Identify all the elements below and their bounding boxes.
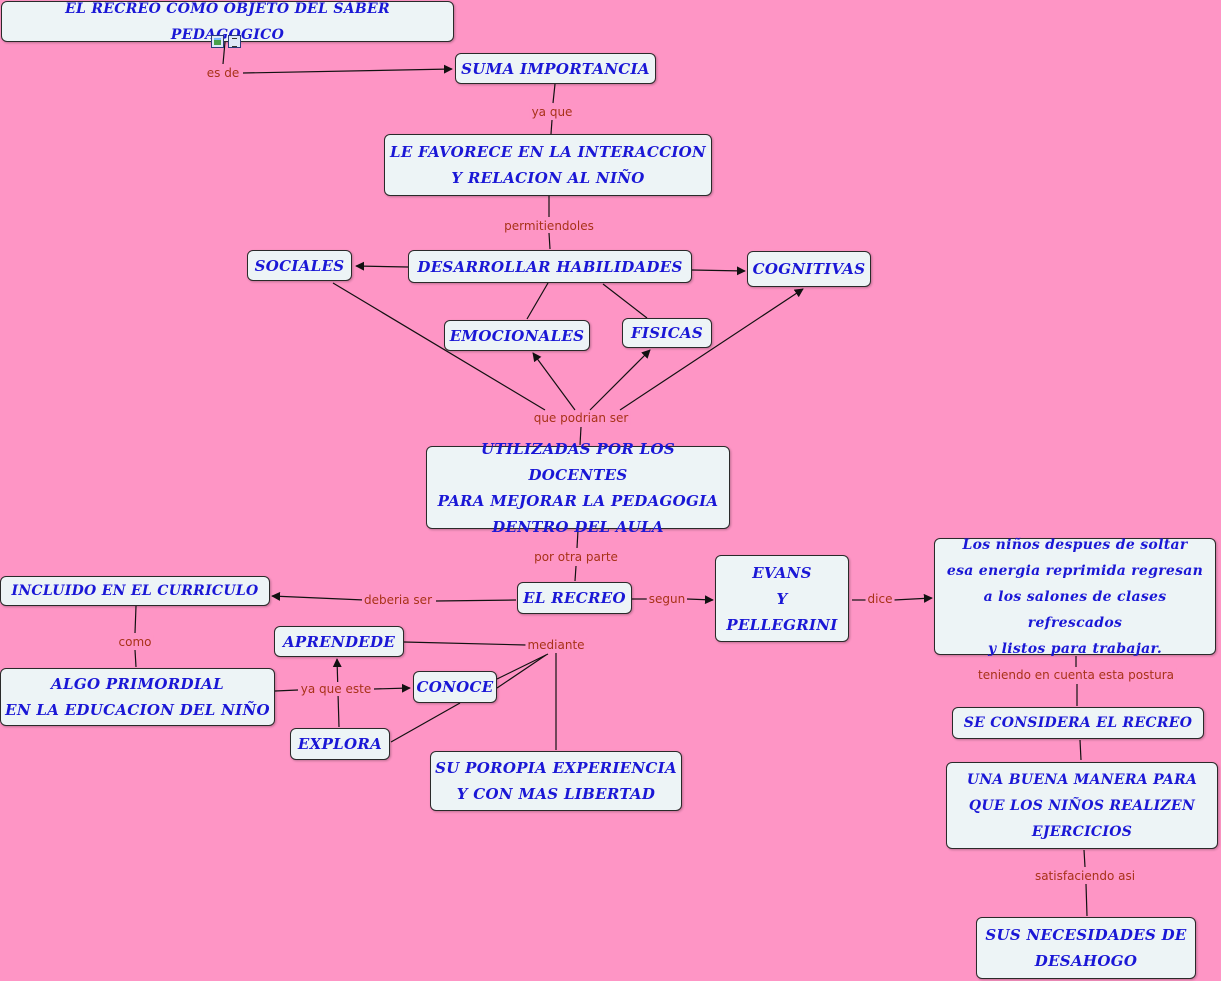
concept-emocionales[interactable]: EMOCIONALES bbox=[444, 320, 590, 351]
concept-recreo-objeto[interactable]: EL RECREO COMO OBJETO DEL SABER PEDAGOGI… bbox=[1, 1, 454, 43]
link-label-mediante: mediante bbox=[525, 638, 587, 652]
link-label-por-otra-parte: por otra parte bbox=[532, 550, 620, 564]
concept-favorece-interaccion[interactable]: LE FAVORECE EN LA INTERACCION Y RELACION… bbox=[384, 134, 712, 196]
image-icon[interactable] bbox=[211, 35, 224, 48]
concept-se-considera[interactable]: SE CONSIDERA EL RECREO bbox=[952, 707, 1204, 739]
concept-algo-primordial[interactable]: ALGO PRIMORDIAL EN LA EDUCACION DEL NIÑO bbox=[0, 668, 275, 726]
link-label-es-de: es de bbox=[204, 66, 242, 80]
concept-aprendede[interactable]: APRENDEDE bbox=[274, 626, 404, 657]
concept-ninos-despues[interactable]: Los niños despues de soltar esa energia … bbox=[934, 537, 1216, 657]
link-label-ya-que-este: ya que este bbox=[298, 682, 374, 696]
link-label-segun: segun bbox=[646, 592, 688, 606]
concept-conoce[interactable]: CONOCE bbox=[413, 671, 497, 703]
document-icon[interactable] bbox=[228, 35, 241, 48]
link-label-deberia-ser: deberia ser bbox=[361, 593, 435, 607]
concept-incluido-curriculo[interactable]: INCLUIDO EN EL CURRICULO bbox=[0, 576, 270, 606]
concept-suma-importancia[interactable]: SUMA IMPORTANCIA bbox=[455, 53, 656, 84]
concept-fisicas[interactable]: FISICAS bbox=[622, 318, 712, 348]
concept-el-recreo[interactable]: EL RECREO bbox=[517, 582, 632, 614]
link-label-que-podrian-ser: que podrian ser bbox=[531, 411, 631, 425]
concept-sociales[interactable]: SOCIALES bbox=[247, 250, 352, 281]
concept-buena-manera[interactable]: UNA BUENA MANERA PARA QUE LOS NIÑOS REAL… bbox=[946, 762, 1218, 849]
concept-utilizadas-docentes[interactable]: UTILIZADAS POR LOS DOCENTES PARA MEJORAR… bbox=[426, 440, 730, 536]
link-label-ya-que: ya que bbox=[529, 105, 575, 119]
concept-explora[interactable]: EXPLORA bbox=[290, 728, 390, 760]
concept-cognitivas[interactable]: COGNITIVAS bbox=[747, 251, 871, 287]
concept-necesidades-desahogo[interactable]: SUS NECESIDADES DE DESAHOGO bbox=[976, 917, 1196, 979]
concept-evans-pellegrini[interactable]: EVANS Y PELLEGRINI bbox=[715, 555, 849, 642]
link-label-dice: dice bbox=[865, 592, 895, 606]
link-label-teniendo-postura: teniendo en cuenta esta postura bbox=[976, 668, 1176, 682]
link-label-como: como bbox=[116, 635, 154, 649]
link-label-satisfaciendo-asi: satisfaciendo asi bbox=[1032, 869, 1138, 883]
link-label-permitiendoles: permitiendoles bbox=[502, 219, 596, 233]
concept-desarrollar-habilidades[interactable]: DESARROLLAR HABILIDADES bbox=[408, 250, 692, 283]
concept-experiencia-libertad[interactable]: SU POROPIA EXPERIENCIA Y CON MAS LIBERTA… bbox=[430, 751, 682, 811]
